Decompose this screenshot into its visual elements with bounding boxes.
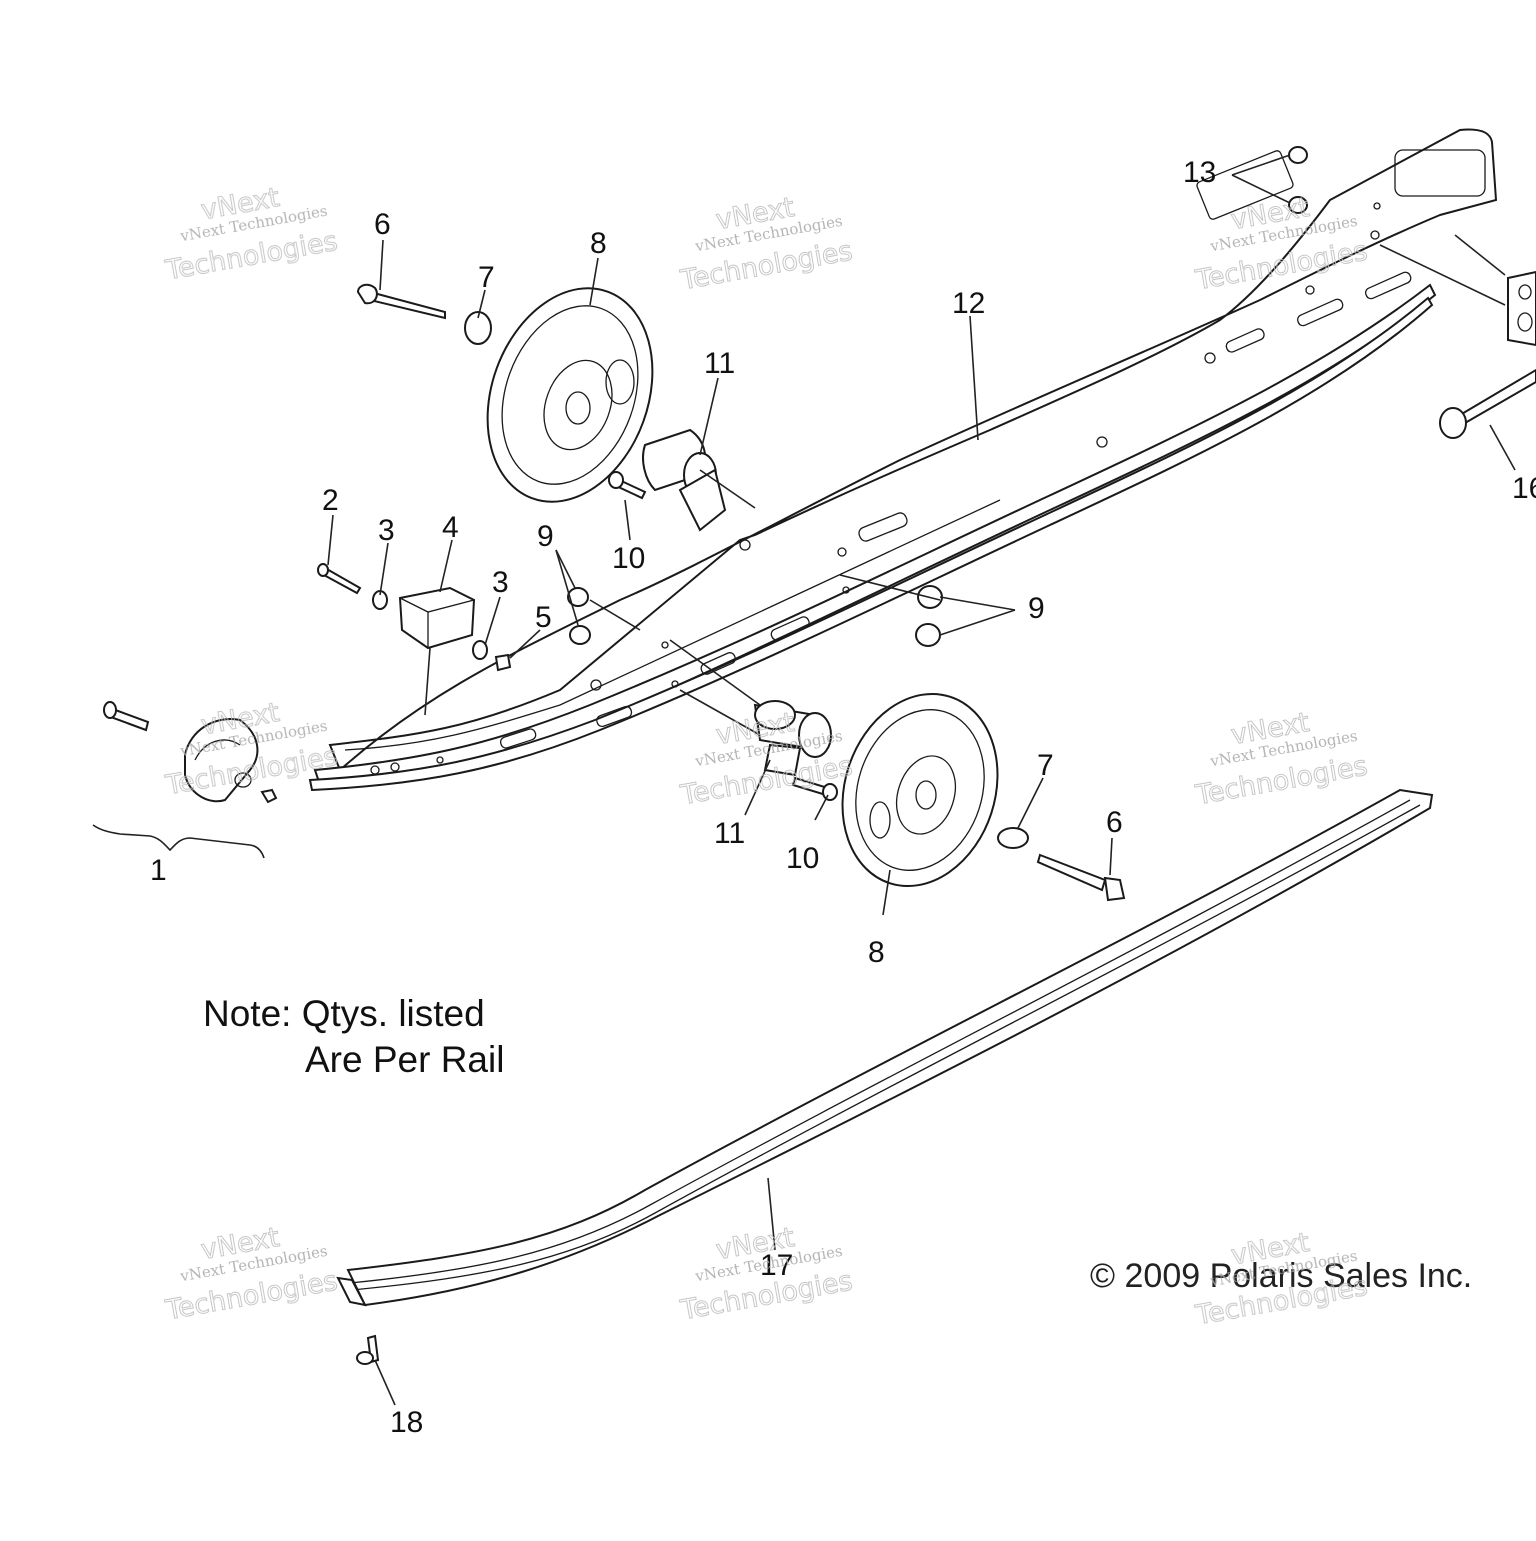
callout-7-bottom: 7 <box>1037 749 1054 782</box>
callout-9-left: 9 <box>537 520 554 553</box>
callout-16: 16 <box>1512 472 1536 505</box>
bumper-block <box>398 586 476 650</box>
callout-4: 4 <box>442 511 459 544</box>
watermark: vNext vNext Technologies Technologies <box>1192 1226 1370 1331</box>
upper-idler-wheel <box>486 287 654 503</box>
callout-10-top: 10 <box>612 542 645 575</box>
callout-3-left: 3 <box>378 514 395 547</box>
note-line-1: Note: Qtys. listed <box>203 993 485 1034</box>
callout-6-bottom: 6 <box>1106 806 1123 839</box>
callout-11-top: 11 <box>704 347 735 380</box>
watermark: vNext vNext Technologies Technologies <box>1192 706 1370 811</box>
upper-axle-bracket <box>642 428 727 532</box>
hyfax-slide <box>336 788 1434 1307</box>
upper-rail <box>308 128 1498 792</box>
callout-17: 17 <box>760 1249 793 1282</box>
watermark: vNext vNext Technologies Technologies <box>162 181 340 286</box>
lower-axle-bracket <box>753 700 832 777</box>
fasteners <box>103 146 1536 1365</box>
copyright-notice: © 2009 Polaris Sales Inc. <box>1090 1257 1472 1295</box>
callout-18: 18 <box>390 1406 423 1439</box>
watermark: vNext vNext Technologies Technologies <box>677 191 855 296</box>
callout-labels: 6 7 8 11 12 13 16 2 3 4 3 5 9 10 9 11 10… <box>150 156 1536 1439</box>
callout-8-bottom: 8 <box>868 936 885 969</box>
callout-3-right: 3 <box>492 566 509 599</box>
callout-2: 2 <box>322 484 339 517</box>
callout-6-top: 6 <box>374 208 391 241</box>
callout-10-bottom: 10 <box>786 842 819 875</box>
rail-front-cap <box>184 718 278 804</box>
callout-9-right: 9 <box>1028 592 1045 625</box>
callout-5: 5 <box>535 601 552 634</box>
leader-lines <box>92 154 1516 1406</box>
callout-13: 13 <box>1183 156 1216 189</box>
watermark: vNext vNext Technologies Technologies <box>677 1221 855 1326</box>
callout-11-bottom: 11 <box>714 817 745 850</box>
callout-1: 1 <box>150 854 167 887</box>
callout-7-top: 7 <box>478 261 495 294</box>
note-line-2: Are Per Rail <box>305 1039 504 1080</box>
watermark: vNext vNext Technologies Technologies <box>162 1221 340 1326</box>
callout-8-top: 8 <box>590 227 607 260</box>
callout-12: 12 <box>952 287 985 320</box>
lower-idler-wheel <box>841 692 999 888</box>
